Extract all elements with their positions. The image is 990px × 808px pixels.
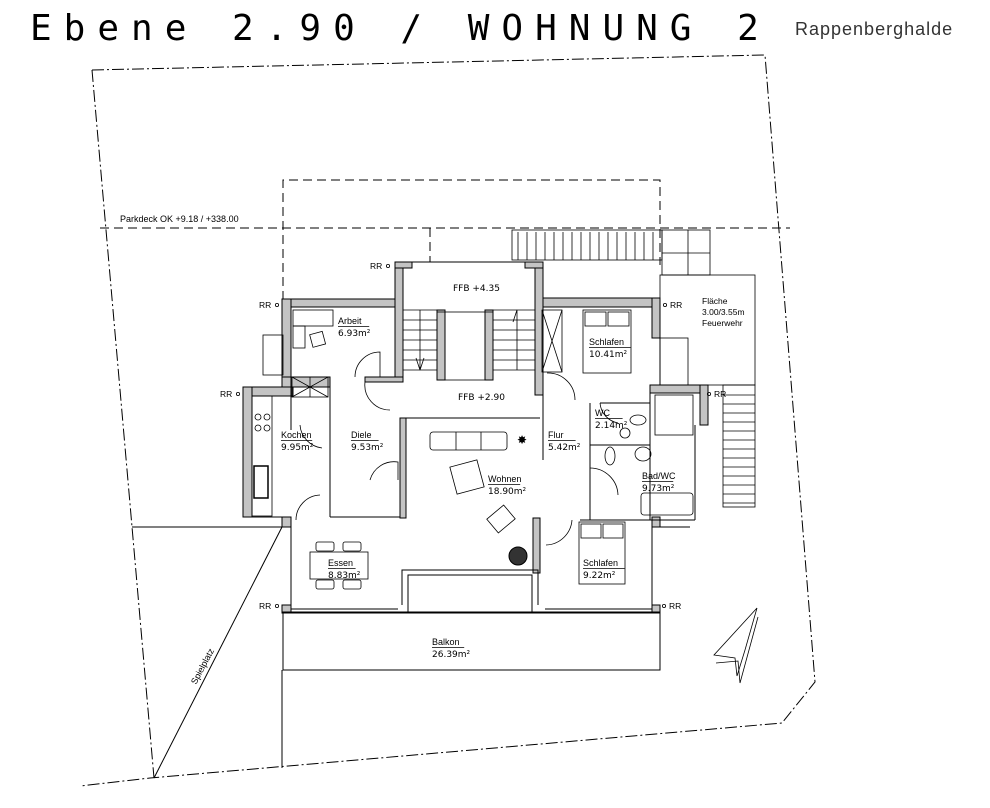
interior-stairs xyxy=(403,309,535,371)
rr-label: RR xyxy=(370,261,382,271)
rr-label: RR xyxy=(259,300,271,310)
room-name: Kochen xyxy=(281,430,312,440)
exterior-stair xyxy=(722,384,756,508)
room-name: Schlafen xyxy=(589,337,624,347)
room-label: Bad/WC 9.73m² xyxy=(642,471,676,494)
room-name: Arbeit xyxy=(338,316,362,326)
stair-arrow-down-icon xyxy=(415,310,425,371)
fire-access-area xyxy=(659,274,756,386)
room-label: Arbeit 6.93m² xyxy=(338,316,371,339)
room-area: 5.42m² xyxy=(548,443,581,453)
north-arrow-icon xyxy=(713,607,758,677)
room-name: Bad/WC xyxy=(642,471,676,481)
room-name: Schlafen xyxy=(583,558,618,568)
room-area: 18.90m² xyxy=(488,487,527,497)
ffb-upper-label: FFB +4.35 xyxy=(453,284,500,294)
interior-lines xyxy=(252,261,696,671)
doors xyxy=(295,351,619,546)
property-boundary-left xyxy=(91,69,155,779)
room-area: 9.73m² xyxy=(642,484,675,494)
rr-label: RR xyxy=(669,601,681,611)
exterior-stairs xyxy=(659,274,756,508)
room-label: WC 2.14m² xyxy=(595,408,628,431)
room-area: 9.53m² xyxy=(351,443,384,453)
balkon-outline xyxy=(282,612,661,671)
plant-icon: ✸ xyxy=(517,433,527,447)
room-area: 9.22m² xyxy=(583,571,616,581)
room-name: Diele xyxy=(351,430,372,440)
spielplatz-label: Spielplatz xyxy=(189,646,216,686)
rain-pipe-markers: RR RR RR RR RR RR RR xyxy=(220,261,726,611)
ffb-lower-label: FFB +2.90 xyxy=(458,393,505,403)
flaeche-purpose: Feuerwehr xyxy=(702,318,743,328)
property-boundary xyxy=(79,54,816,787)
room-name: Flur xyxy=(548,430,564,440)
room-label: Balkon 26.39m² xyxy=(432,637,471,660)
room-area: 6.93m² xyxy=(338,329,371,339)
overhang-outline xyxy=(282,179,661,300)
room-label: Schlafen 9.22m² xyxy=(583,558,625,581)
room-name: Essen xyxy=(328,558,353,568)
room-label: Essen 8.83m² xyxy=(328,558,361,581)
room-label: Kochen 9.95m² xyxy=(281,430,314,453)
room-area: 9.95m² xyxy=(281,443,314,453)
room-area: 26.39m² xyxy=(432,650,471,660)
walls xyxy=(242,261,709,614)
room-name: Balkon xyxy=(432,637,460,647)
room-label: Schlafen 10.41m² xyxy=(589,337,631,360)
parkdeck-label: Parkdeck OK +9.18 / +338.00 xyxy=(120,214,239,224)
rr-label: RR xyxy=(670,300,682,310)
room-label: Flur 5.42m² xyxy=(548,430,581,453)
furniture: ✸ xyxy=(251,309,694,590)
flaeche-label: Fläche xyxy=(702,296,728,306)
plan-title: Ebene 2.90 / WOHNUNG 2 xyxy=(30,8,771,49)
room-name: Wohnen xyxy=(488,474,521,484)
room-area: 2.14m² xyxy=(595,421,628,431)
room-area: 8.83m² xyxy=(328,571,361,581)
room-label: Diele 9.53m² xyxy=(351,430,384,453)
room-label: Wohnen 18.90m² xyxy=(488,474,527,497)
exterior-stair-top xyxy=(511,229,711,276)
spielplatz-line xyxy=(153,526,283,779)
room-name: WC xyxy=(595,408,610,418)
rr-label: RR xyxy=(259,601,271,611)
rr-label: RR xyxy=(714,389,726,399)
stair-arrow-up-icon xyxy=(512,309,518,370)
flaeche-dimension: 3.00/3.55m xyxy=(702,307,745,317)
north-arrow-icon xyxy=(715,616,759,684)
room-area: 10.41m² xyxy=(589,350,628,360)
rr-label: RR xyxy=(220,389,232,399)
site-name: Rappenberghalde xyxy=(795,19,954,39)
